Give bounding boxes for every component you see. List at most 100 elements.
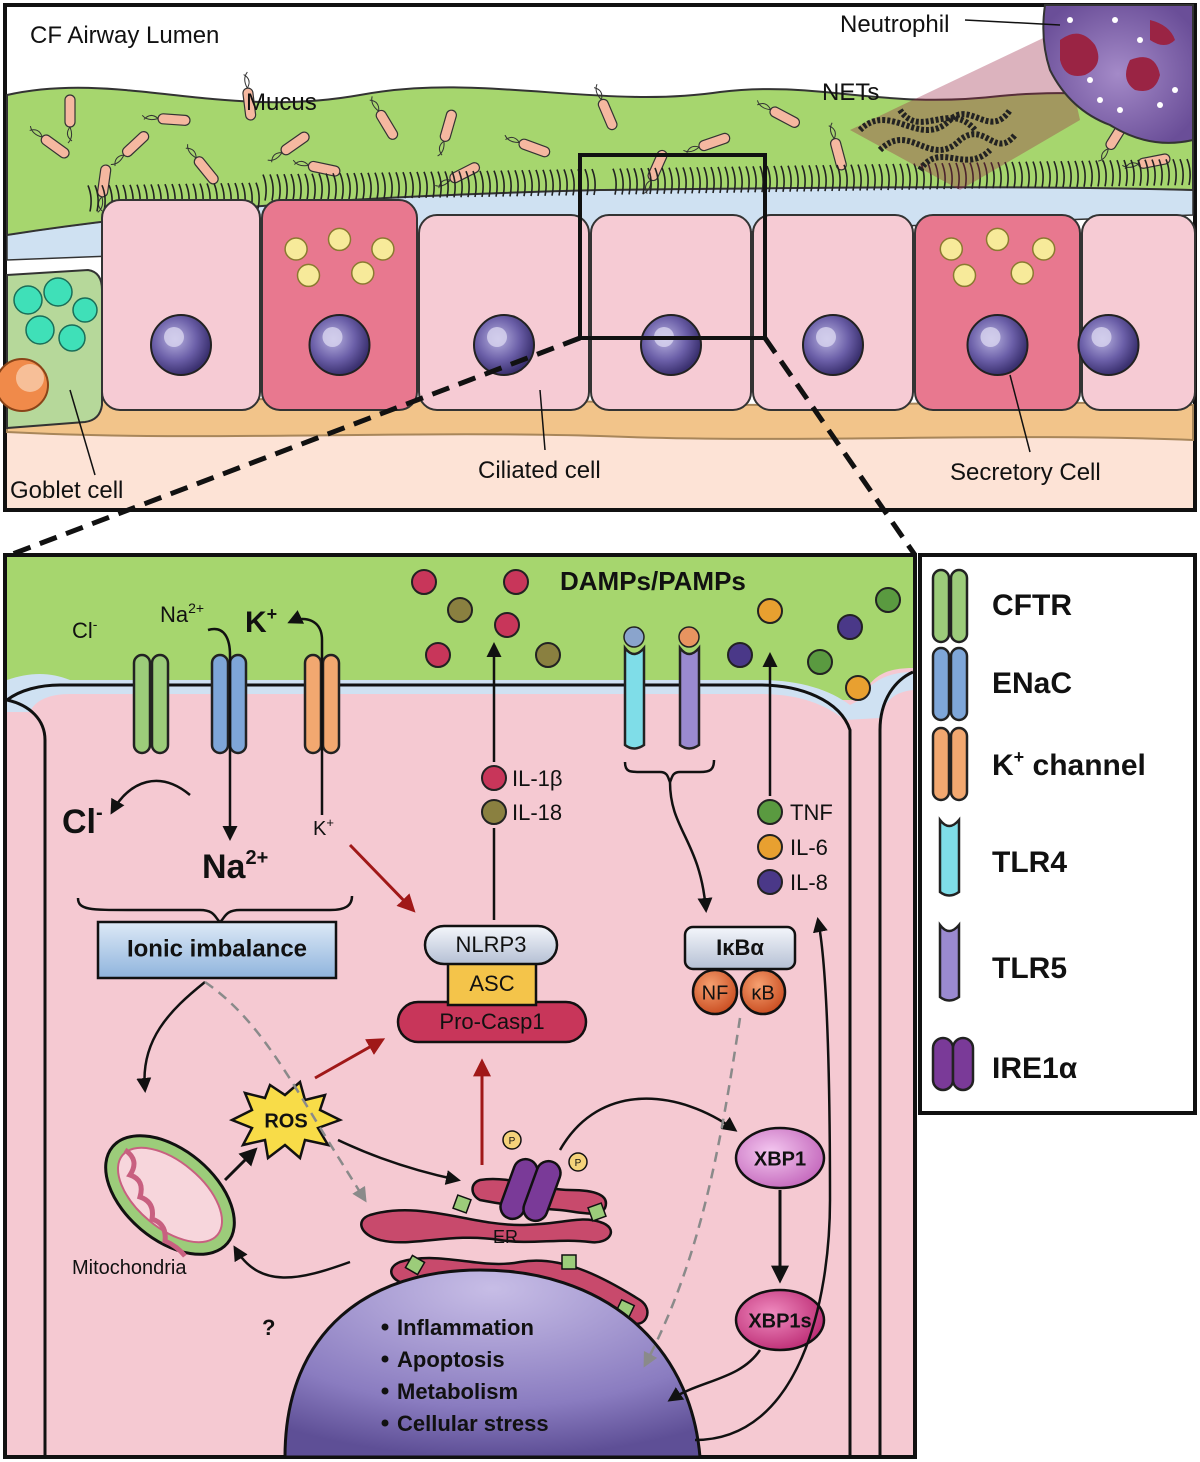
goblet-cell-label: Goblet cell [10, 477, 123, 504]
neutrophil [850, 4, 1194, 190]
damps-pamps-molecules [411, 569, 901, 701]
legend-label: ENaC [992, 667, 1072, 700]
question-mark-label: ? [262, 1315, 275, 1340]
il6-dot [757, 834, 783, 860]
legend-label: TLR4 [992, 846, 1067, 879]
nucleus-outcomes-list: Inflammation Apoptosis Metabolism Cellul… [381, 1315, 549, 1436]
nucleus [283, 1268, 702, 1459]
airway-epithelium-panel: CF Airway Lumen Mucus Neutrophil NETs Go… [0, 3, 1197, 512]
il8-dot [757, 869, 783, 895]
nucleus-item-cellular-stress: Cellular stress [397, 1411, 549, 1436]
cell-membrane-main [6, 683, 852, 1457]
zoom-box [578, 153, 767, 340]
damp-molecule [845, 675, 871, 701]
ikba-label: IκBα [716, 935, 764, 960]
ciliated-cell [752, 214, 914, 411]
arrow-ionic-to-mito [136, 981, 206, 1093]
arrow-xbp1s-to-nucleus [667, 1349, 762, 1402]
k-inside-label: K+ [313, 815, 334, 840]
k-outside-label: K+ [245, 604, 277, 639]
damp-molecule [447, 597, 473, 623]
tlr5-receptor [678, 626, 701, 750]
legend-tlr4: TLR4 [938, 816, 1067, 897]
damp-molecule [837, 614, 863, 640]
legend-label: CFTR [992, 589, 1072, 622]
pro-casp1-label: Pro-Casp1 [439, 1009, 544, 1034]
zoom-line-right [762, 336, 918, 557]
damp-molecule [411, 569, 437, 595]
ciliated-cell [418, 214, 590, 411]
legend-tlr5: TLR5 [938, 921, 1067, 1002]
il8-label: IL-8 [790, 870, 828, 895]
lumen-label: CF Airway Lumen [30, 22, 219, 49]
ionic-imbalance-label: Ionic imbalance [127, 935, 307, 962]
cilia-group [87, 158, 1191, 212]
legend-label: K+ channel [992, 747, 1146, 782]
arrow-ire1-to-xbp1 [558, 1097, 738, 1151]
arrow-nucleus-to-cytokines [694, 917, 832, 1442]
xbp1s-label: XBP1s [748, 1310, 811, 1332]
il18-dot [481, 799, 507, 825]
kb-subunit [739, 968, 787, 1016]
er-label: ER [493, 1227, 518, 1247]
legend-enac: ENaC [931, 646, 1072, 722]
ikba-box [683, 925, 797, 971]
phospho-label-2: P [575, 1158, 582, 1169]
il1b-dot [481, 765, 507, 791]
cell-signaling-panel: DAMPs/PAMPs Cl- Na2+ K+ Cl- Na2+ K+ [3, 553, 917, 1459]
arrow-ros-to-casp1 [314, 1038, 386, 1080]
xbp1-label: XBP1 [754, 1148, 806, 1170]
mucus-label: Mucus [246, 89, 317, 116]
zoom-line-left [9, 335, 581, 558]
asc-label: ASC [469, 971, 514, 996]
legend-label: TLR5 [992, 952, 1067, 985]
nets [857, 108, 1018, 172]
damp-molecule [757, 598, 783, 624]
cl-inside-label: Cl- [62, 802, 103, 841]
secretory-cell [261, 199, 418, 411]
nucleus-item-inflammation: Inflammation [397, 1315, 534, 1340]
ionic-imbalance-box [96, 920, 338, 980]
cftr-channel [132, 653, 170, 755]
secretory-cell [914, 214, 1081, 411]
cl-outside-label: Cl- [72, 616, 98, 643]
ros-label: ROS [264, 1110, 307, 1132]
ciliated-cell [590, 214, 752, 411]
nucleus-item-metabolism: Metabolism [397, 1379, 518, 1404]
nf-label: NF [702, 982, 729, 1004]
arrow-nfkb-to-nucleus-dashed [643, 1017, 742, 1368]
k-channel [303, 653, 341, 755]
nucleus-item-apoptosis: Apoptosis [397, 1347, 505, 1372]
arrow-ionic-to-er-dashed [204, 980, 367, 1203]
ciliated-cell [1077, 214, 1196, 411]
arrow-ros-to-er [337, 1138, 461, 1185]
arrow-mito-to-ros [223, 1147, 258, 1182]
ciliated-cell [101, 199, 261, 411]
mitochondria [104, 1134, 236, 1258]
secretory-cell-label: Secretory Cell [950, 459, 1101, 486]
arrow-nucleus-to-mito [233, 1245, 351, 1279]
neutrophil-label: Neutrophil [840, 11, 949, 38]
damp-molecule [425, 642, 451, 668]
il6-label: IL-6 [790, 835, 828, 860]
epithelial-cells [101, 199, 1196, 411]
damp-molecule [503, 569, 529, 595]
damp-molecule [494, 612, 520, 638]
nlrp3-inflammasome [396, 924, 588, 1044]
damp-molecule [535, 642, 561, 668]
il18-label: IL-18 [512, 800, 562, 825]
mitochondria-label: Mitochondria [72, 1257, 187, 1279]
nf-subunit [691, 968, 739, 1016]
phospho-label-1: P [509, 1136, 516, 1147]
bacteria-group [29, 71, 1171, 213]
na-outside-label: Na2+ [160, 600, 204, 627]
xbp1-node [734, 1126, 826, 1190]
arrow-k-to-nlrp3 [348, 843, 416, 913]
legend: CFTR ENaC K+ channel TLR4 TLR5 IRE1α [918, 553, 1197, 1115]
cell-membrane-left [6, 698, 47, 1457]
kb-label: κB [751, 982, 774, 1004]
na-inside-label: Na2+ [202, 847, 268, 886]
ros-burst [228, 1079, 344, 1161]
cell-membrane-right [878, 670, 914, 1457]
damp-molecule [807, 649, 833, 675]
